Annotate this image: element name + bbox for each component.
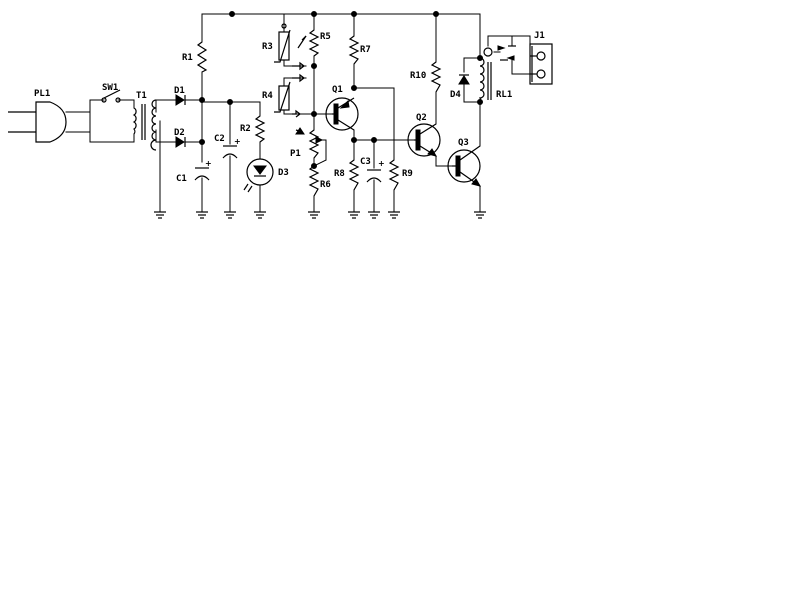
label-c3: C3 <box>360 157 371 167</box>
label-pl1: PL1 <box>34 89 50 99</box>
label-r6: R6 <box>320 180 331 190</box>
ground-icon <box>474 211 486 219</box>
label-r1: R1 <box>182 53 193 63</box>
ground-icon <box>308 211 320 219</box>
label-r4: R4 <box>262 91 273 101</box>
label-q2: Q2 <box>416 113 427 123</box>
transistor-q3 <box>447 145 482 187</box>
label-d3: D3 <box>278 168 289 178</box>
resistor-r9 <box>388 159 400 191</box>
label-r8: R8 <box>334 169 345 179</box>
label-rl1: RL1 <box>496 90 512 100</box>
capacitor-c1 <box>194 167 210 181</box>
c1-plus-mark: + <box>205 159 212 168</box>
resistor-r7 <box>348 35 360 65</box>
label-q3: Q3 <box>458 138 469 148</box>
label-q1: Q1 <box>332 85 343 95</box>
c3-plus-mark: + <box>378 159 385 168</box>
polarity-marks: + + + <box>205 137 385 168</box>
label-r2: R2 <box>240 124 251 134</box>
transistor-q2 <box>407 123 441 157</box>
label-c2: C2 <box>214 134 225 144</box>
ground-icon <box>224 211 236 219</box>
link-contacts <box>292 61 305 118</box>
ground-icon <box>388 211 400 219</box>
label-c1: C1 <box>176 174 187 184</box>
thermistor-r3 <box>274 23 291 63</box>
label-d1: D1 <box>174 86 185 96</box>
component-labels: PL1 SW1 T1 D1 D2 R1 C1 C2 R2 D3 R3 R4 R5… <box>34 31 545 190</box>
label-r10: R10 <box>410 71 426 81</box>
plug-pl1 <box>8 101 67 143</box>
label-r9: R9 <box>402 169 413 179</box>
label-r7: R7 <box>360 45 371 55</box>
ground-icon <box>254 211 266 219</box>
label-r3: R3 <box>262 42 273 52</box>
ground-icon <box>368 211 380 219</box>
ground-symbols <box>154 211 486 219</box>
ground-icon <box>196 211 208 219</box>
capacitor-c3 <box>366 169 382 183</box>
relay-rl1 <box>478 45 516 103</box>
wires <box>65 13 537 213</box>
led-d3 <box>243 158 274 193</box>
label-j1: J1 <box>534 31 545 41</box>
ground-icon <box>154 211 166 219</box>
transformer-t1 <box>132 99 157 151</box>
label-d2: D2 <box>174 128 185 138</box>
label-d4: D4 <box>450 90 461 100</box>
trimmer-r5 <box>297 29 320 57</box>
connector-j1 <box>529 43 553 85</box>
label-t1: T1 <box>136 91 147 101</box>
c2-plus-mark: + <box>234 137 241 146</box>
ground-icon <box>348 211 360 219</box>
potentiometer-p1 <box>295 127 324 159</box>
transistor-q1 <box>325 97 359 131</box>
resistor-r8 <box>348 159 360 191</box>
resistor-r6 <box>308 165 320 197</box>
junctions <box>199 11 483 169</box>
resistor-r10 <box>430 61 442 93</box>
resistor-r2 <box>254 115 266 143</box>
switch-sw1 <box>101 89 121 103</box>
label-r5: R5 <box>320 32 331 42</box>
label-sw1: SW1 <box>102 83 118 93</box>
diode-d4 <box>458 74 470 85</box>
diode-d1 <box>175 94 186 106</box>
capacitor-c2 <box>222 145 238 159</box>
thermistor-r4 <box>274 81 291 113</box>
diode-d2 <box>175 136 186 148</box>
label-p1: P1 <box>290 149 301 159</box>
resistor-r1 <box>196 41 208 73</box>
